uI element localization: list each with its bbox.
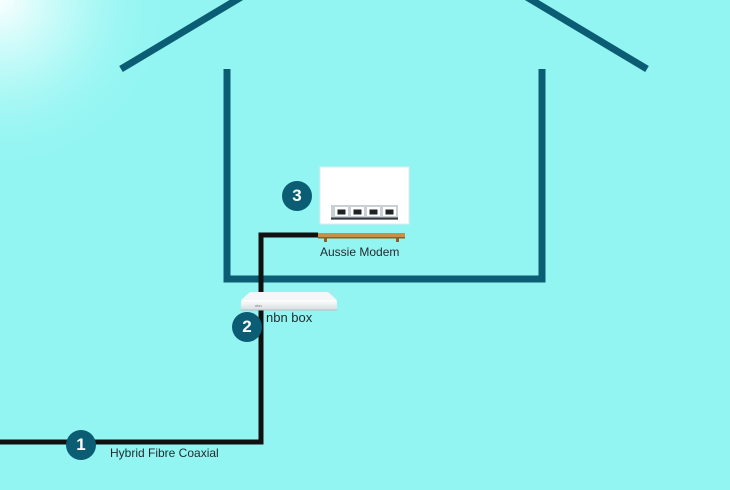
hybrid-fibre-coaxial-label: Hybrid Fibre Coaxial	[110, 446, 219, 460]
aussie-modem-label: Aussie Modem	[320, 245, 400, 259]
nbn-box-icon: nbn	[241, 292, 337, 311]
nbn-box-top	[241, 292, 337, 300]
nbn-box-logo: nbn	[255, 303, 262, 308]
nbn-box-front	[241, 300, 337, 310]
ethernet-port-jack	[353, 209, 362, 215]
house-walls	[223, 69, 546, 283]
modem-ports	[335, 207, 396, 216]
step-badge-3: 3	[282, 181, 312, 211]
ethernet-port-jack	[369, 209, 378, 215]
house-roof-right	[524, 0, 649, 73]
cable-line	[0, 232, 318, 445]
ethernet-port-jack	[337, 209, 346, 215]
shelf	[318, 233, 405, 242]
modem-icon	[319, 166, 410, 225]
nbn-box-label: nbn box	[266, 310, 313, 325]
step-badge-2: 2	[232, 312, 262, 342]
light-glare	[0, 0, 200, 200]
ethernet-port-jack	[385, 209, 394, 215]
step-badge-1: 1	[66, 430, 96, 460]
house-roof-left	[119, 0, 244, 73]
house-outline-icon	[119, 0, 649, 283]
